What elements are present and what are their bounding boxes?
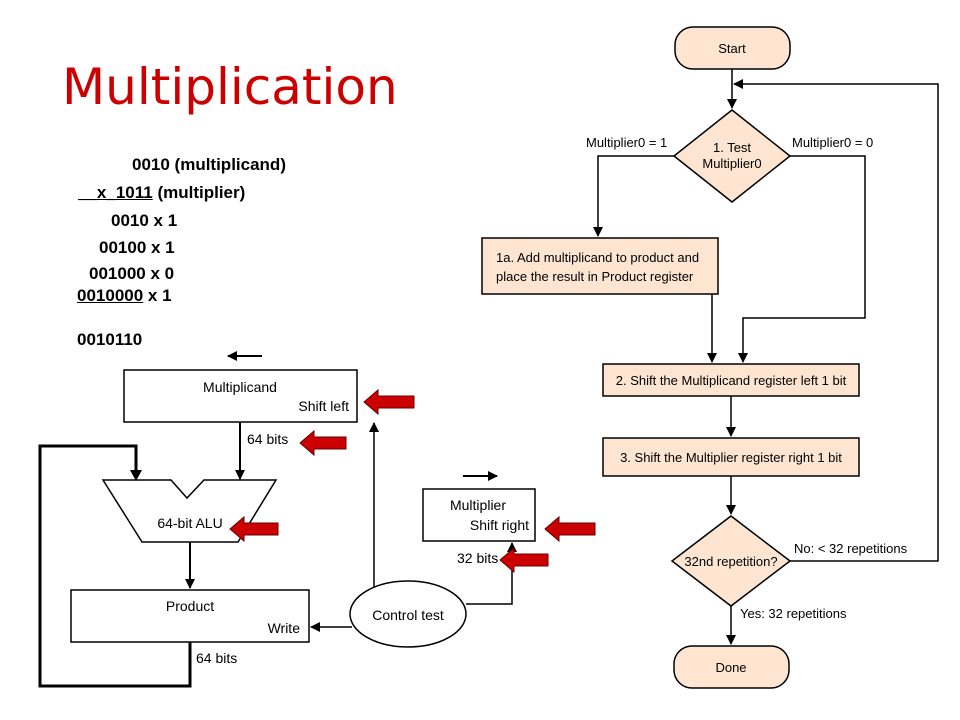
step-shift-multiplicand-label: 2. Shift the Multiplicand register left … — [616, 373, 847, 388]
branch-right-label: Multiplier0 = 0 — [792, 135, 873, 150]
calc-multiplicand: 0010 (multiplicand) — [132, 155, 286, 174]
multiplier-op: Shift right — [470, 517, 529, 533]
step-add-line1: 1a. Add multiplicand to product and — [496, 250, 699, 265]
multiplicand-op: Shift left — [298, 398, 349, 414]
loop-back-line — [733, 79, 939, 562]
control-label: Control test — [372, 607, 444, 623]
repetition-label: 32nd repetition? — [684, 554, 777, 569]
calc-partial-2: 00100 x 1 — [99, 238, 175, 257]
bits-label-multiplier: 32 bits — [457, 550, 498, 566]
red-arrows — [229, 388, 596, 574]
step-shift-multiplier-label: 3. Shift the Multiplier register right 1… — [620, 450, 842, 465]
branch-right-line — [738, 155, 866, 363]
done-terminal — [673, 645, 790, 689]
calc-multiplier-suffix: (multiplier) — [152, 183, 246, 202]
calc-partial-4-suffix: x 1 — [143, 286, 172, 305]
start-label: Start — [718, 41, 746, 56]
no-branch-label: No: < 32 repetitions — [794, 541, 908, 556]
test-label-line1: 1. Test — [713, 140, 751, 155]
calc-multiplier: __x_1011 (multiplier) — [78, 183, 245, 203]
product-register — [70, 589, 310, 643]
alu-label: 64-bit ALU — [157, 515, 222, 531]
red-arrow-bits-multiplier — [499, 546, 549, 574]
product-feedback-loop — [38, 444, 192, 688]
product-op: Write — [268, 620, 301, 636]
calc-partial-3: 001000 x 0 — [89, 264, 175, 283]
bits-label-top: 64 bits — [247, 431, 288, 447]
slide-title: Multiplication — [62, 58, 398, 116]
calc-partial-1: 0010 x 1 — [111, 211, 178, 230]
red-arrow-alu — [229, 515, 279, 543]
branch-left-label: Multiplier0 = 1 — [586, 135, 667, 150]
multiplicand-label: Multiplicand — [203, 379, 277, 395]
calc-partial-4: 0010000 x 1 — [77, 286, 172, 306]
calc-result: 0010110 — [77, 330, 143, 349]
multiplier-register — [422, 488, 536, 542]
control-test-unit — [349, 580, 467, 648]
product-label: Product — [166, 598, 214, 614]
test-label-line2: Multiplier0 — [702, 156, 761, 171]
yes-branch-label: Yes: 32 repetitions — [740, 606, 847, 621]
red-arrow-bits-top — [299, 429, 347, 457]
calc-partial-4-value: 0010000 — [77, 286, 144, 305]
step-add-box — [481, 237, 719, 295]
calc-multiplier-blank: __ — [78, 183, 97, 202]
red-arrow-multiplicand — [363, 388, 415, 416]
branch-left-line — [593, 155, 674, 237]
step-add-line2: place the result in Product register — [496, 269, 694, 284]
feedback-arrowhead — [130, 470, 142, 481]
multiplier-label: Multiplier — [450, 497, 506, 513]
done-label: Done — [715, 660, 746, 675]
red-arrow-multiplier — [544, 515, 596, 543]
calc-multiplier-value: x_1011 — [96, 183, 153, 202]
step-shift-multiplier-box — [602, 437, 860, 477]
bits-label-bottom: 64 bits — [196, 650, 237, 666]
multiplicand-register — [123, 369, 358, 423]
test-decision — [672, 109, 792, 203]
